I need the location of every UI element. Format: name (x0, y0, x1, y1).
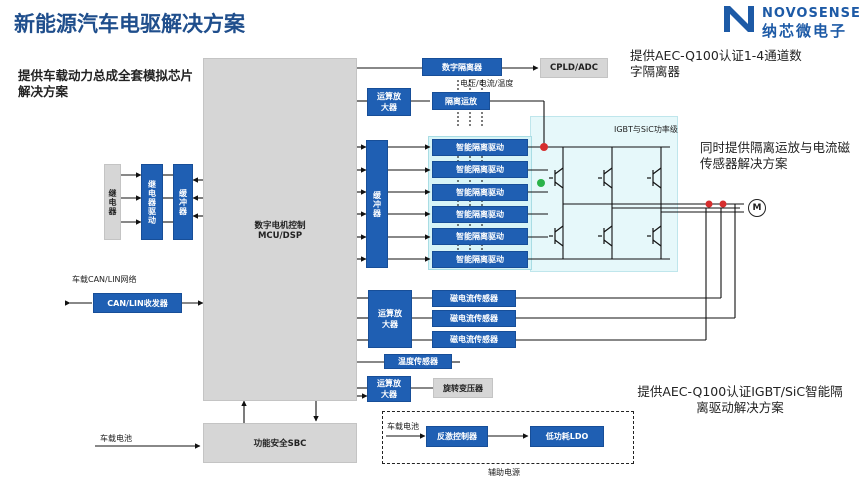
motor-icon: M (748, 199, 766, 217)
flyback-controller-block: 反激控制器 (426, 426, 488, 447)
battery-left-label: 车载电池 (100, 434, 132, 443)
power-stage-frame (530, 116, 678, 272)
opamp-mid-block: 运算放大器 (368, 290, 412, 348)
gate-driver-6: 智能隔离驱动 (432, 251, 528, 268)
probe-dot-red-1 (705, 200, 713, 208)
current-sensor-1: 磁电流传感器 (432, 290, 516, 307)
buffer-right-block: 缓冲器 (366, 140, 388, 268)
aux-power-frame (382, 411, 634, 464)
mcu-dsp-block: 数字电机控制 MCU/DSP (203, 58, 357, 401)
cpld-adc-block: CPLD/ADC (540, 58, 608, 78)
note-top-right: 提供AEC-Q100认证1-4通道数字隔离器 (630, 48, 802, 79)
current-sensor-2: 磁电流传感器 (432, 310, 516, 327)
gate-driver-5: 智能隔离驱动 (432, 228, 528, 245)
battery-aux-label: 车载电池 (387, 422, 419, 431)
relay-block: 继电器 (104, 164, 121, 240)
relay-driver-block: 继电器驱动 (141, 164, 163, 240)
probe-dot-red-top (540, 143, 548, 151)
gate-driver-2: 智能隔离驱动 (432, 161, 528, 178)
temp-sensor-block: 温度传感器 (384, 354, 452, 369)
aux-power-label: 辅助电源 (488, 468, 520, 477)
safety-sbc-block: 功能安全SBC (203, 423, 357, 463)
low-power-ldo-block: 低功耗LDO (530, 426, 604, 447)
probe-dot-green (537, 179, 545, 187)
opamp-bottom-block: 运算放大器 (367, 376, 411, 402)
note-middle-right: 同时提供隔离运放与电流磁传感器解决方案 (700, 140, 851, 171)
buffer-left-block: 缓冲器 (173, 164, 193, 240)
novosense-logo-icon (724, 6, 754, 32)
gate-driver-4: 智能隔离驱动 (432, 206, 528, 223)
can-lin-transceiver: CAN/LIN收发器 (93, 293, 182, 313)
page-title: 新能源汽车电驱解决方案 (14, 12, 245, 36)
current-sensor-3: 磁电流传感器 (432, 331, 516, 348)
note-left: 提供车载动力总成全套模拟芯片解决方案 (18, 68, 194, 99)
power-stage-label: IGBT与SiC功率级 (614, 125, 678, 134)
gate-driver-1: 智能隔离驱动 (432, 139, 528, 156)
sense-label: 电压/电流/温度 (460, 79, 514, 88)
logo-text-en: NOVOSENSE (762, 6, 861, 21)
probe-dot-red-2 (719, 200, 727, 208)
isolation-amp-block: 隔离运放 (432, 92, 490, 110)
opamp-top-block: 运算放大器 (367, 88, 411, 116)
resolver-block: 旋转变压器 (433, 378, 493, 398)
gate-driver-3: 智能隔离驱动 (432, 184, 528, 201)
note-bottom-right: 提供AEC-Q100认证IGBT/SiC智能隔离驱动解决方案 (637, 384, 843, 415)
gate-driver-area (428, 136, 532, 270)
logo-text-cn: 纳芯微电子 (762, 22, 848, 40)
can-network-label: 车载CAN/LIN网络 (72, 275, 137, 284)
digital-isolator-block: 数字隔离器 (422, 58, 502, 76)
